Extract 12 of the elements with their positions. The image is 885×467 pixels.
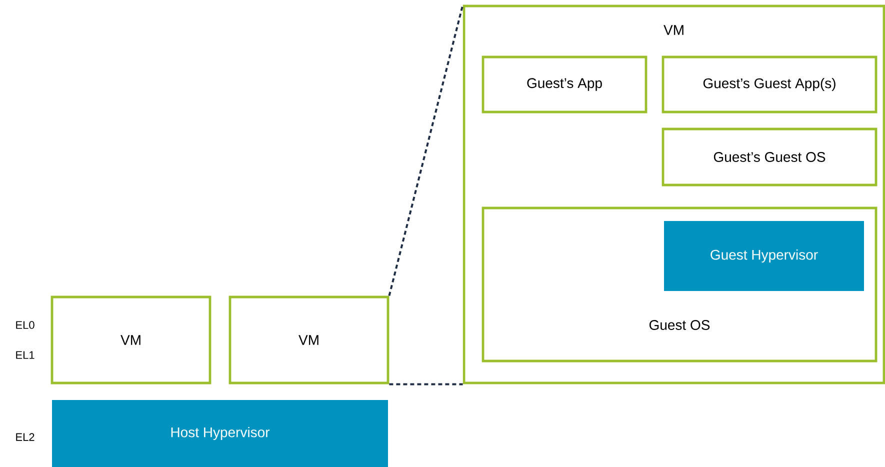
level-label: EL2 bbox=[16, 433, 34, 441]
hypervisor-bar: Host Hypervisor bbox=[52, 400, 388, 467]
zoom-line bbox=[388, 4, 464, 296]
container-box: VM bbox=[228, 296, 390, 384]
container-box: Guest’s App bbox=[482, 56, 648, 114]
container-box: VM bbox=[50, 296, 212, 384]
container-box: Guest’s Guest OS bbox=[662, 128, 878, 186]
level-label: EL0 bbox=[16, 321, 34, 329]
level-label: EL1 bbox=[16, 351, 34, 359]
container-box: Guest’s Guest App(s) bbox=[662, 56, 878, 114]
hypervisor-bar: Guest Hypervisor bbox=[664, 221, 864, 291]
zoom-line bbox=[389, 383, 463, 386]
